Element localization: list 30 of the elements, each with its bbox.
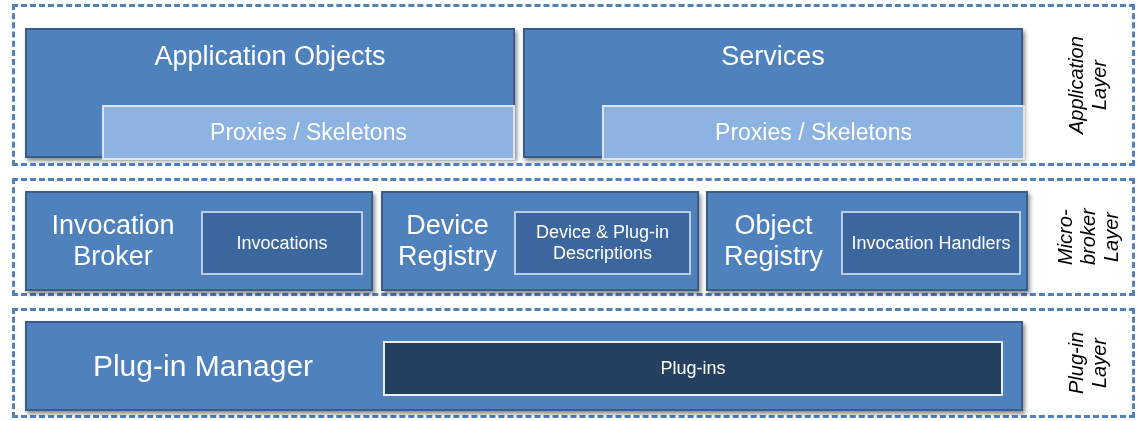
component-box — [381, 191, 699, 291]
component-title: Plug-in Manager — [91, 347, 315, 384]
layer-band — [12, 178, 1135, 296]
component-box — [523, 28, 1023, 158]
layer-band — [12, 308, 1135, 418]
component-box — [25, 321, 1023, 411]
layer-title: Application Layer — [1064, 35, 1111, 137]
layer-title: Micro-broker Layer — [1052, 207, 1123, 268]
sub-component-box — [201, 211, 363, 275]
component-box — [25, 28, 515, 158]
sub-component-label: Proxies / Skeletons — [714, 118, 913, 148]
component-title: Device Registry — [397, 208, 498, 273]
layer-band — [12, 4, 1135, 166]
component-title: Application Objects — [153, 40, 387, 74]
sub-component-label: Plug-ins — [659, 357, 727, 381]
sub-component-box — [514, 211, 691, 275]
component-title: Services — [720, 40, 826, 74]
sub-component-box — [841, 211, 1021, 275]
sub-component-label: Invocation Handlers — [850, 231, 1012, 255]
component-title: Object Registry — [723, 208, 824, 273]
component-box — [25, 191, 373, 291]
component-box — [706, 191, 1028, 291]
sub-component-box — [383, 341, 1003, 396]
sub-component-box — [102, 105, 515, 160]
sub-component-label: Device & Plug-in Descriptions — [534, 221, 671, 265]
layer-title: Plug-in Layer — [1064, 330, 1111, 397]
sub-component-label: Invocations — [235, 231, 329, 255]
sub-component-box — [602, 105, 1025, 160]
sub-component-label: Proxies / Skeletons — [209, 118, 408, 148]
component-title: Invocation Broker — [50, 208, 176, 273]
